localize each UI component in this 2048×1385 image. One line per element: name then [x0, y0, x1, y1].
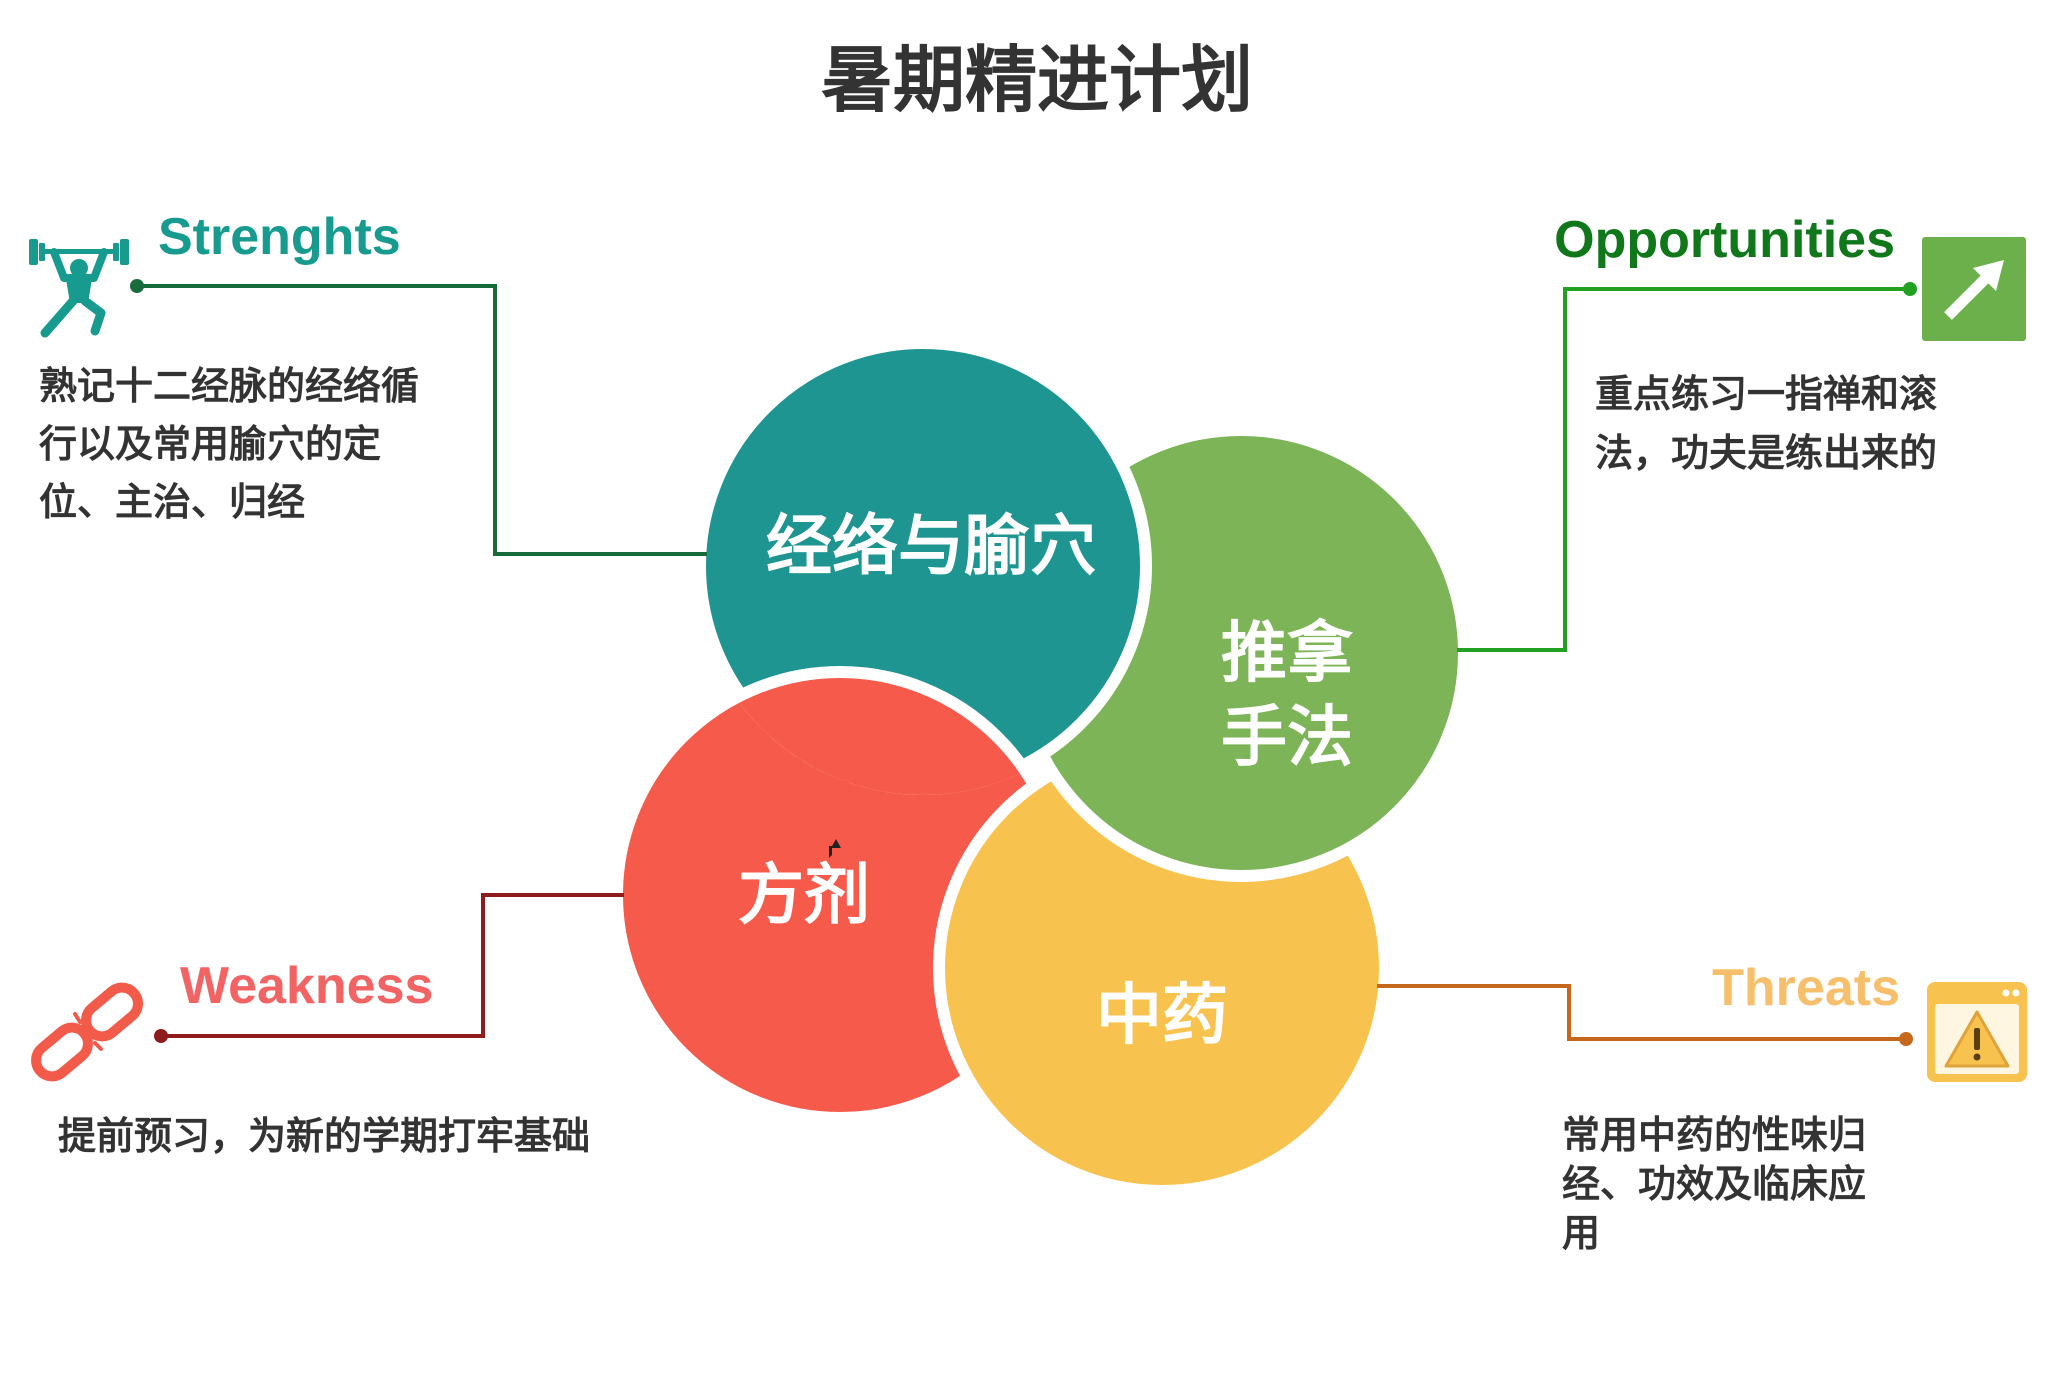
warning-window-dot-1: [2002, 989, 2010, 997]
arrow-icon-shaft: [1944, 270, 1994, 320]
threats-line: 常用中药的性味归: [1562, 1113, 1867, 1157]
strengths-line: 行以及常用腧穴的定: [39, 422, 382, 466]
opportunities-heading: Opportunities: [1554, 211, 1895, 269]
threats-heading: Threats: [1712, 959, 1900, 1017]
warning-window-dot-2: [2012, 989, 2020, 997]
pinwheel-diagram: [611, 337, 1470, 1197]
strengths-heading: Strenghts: [158, 208, 401, 266]
barbell-plate-right-inner: [113, 243, 119, 261]
threats-line: 用: [1562, 1211, 1601, 1255]
weaknesses-line: 提前预习，为新的学期打牢基础: [58, 1114, 591, 1158]
strengths-line: 位、主治、归经: [39, 480, 306, 524]
strengths-connector: [130, 279, 707, 556]
strengths-connector-line: [137, 284, 707, 556]
segment-meridians-label: 经络与腧穴: [766, 508, 1096, 585]
chain-link-upper: [81, 982, 143, 1042]
opportunities-description: 重点练习一指禅和滚 法，功夫是练出来的: [1595, 365, 1937, 483]
barbell-plate-left-outer: [29, 239, 38, 265]
lifter-arms: [50, 248, 108, 282]
weaknesses-connector-line: [161, 893, 624, 1038]
strengths-connector-dot: [130, 279, 144, 293]
strengths-line: 熟记十二经脉的经络循: [39, 364, 420, 408]
broken-chain-icon: [31, 982, 143, 1082]
barbell-bar: [45, 249, 113, 254]
opportunities-connector-dot: [1903, 282, 1917, 296]
warning-exclamation-bar: [1974, 1028, 1980, 1050]
lifter-leg-left: [40, 296, 78, 338]
weaknesses-heading: Weakness: [180, 957, 434, 1015]
segment-formulas-label: 方剂: [738, 857, 870, 934]
warning-window-icon: [1927, 982, 2027, 1082]
threats-connector: [1377, 984, 1913, 1046]
opportunities-connector: [1457, 282, 1917, 652]
lifter-leg-right: [80, 296, 106, 336]
threats-connector-dot: [1899, 1032, 1913, 1046]
lifter-head: [70, 259, 88, 277]
weightlifter-icon: [29, 239, 129, 338]
strengths-description: 熟记十二经脉的经络循 行以及常用腧穴的定 位、主治、归经: [39, 357, 419, 531]
segment-herbs-label: 中药: [1096, 977, 1228, 1054]
barbell-plate-right-outer: [120, 239, 129, 265]
weaknesses-description: 提前预习，为新的学期打牢基础: [58, 1107, 590, 1165]
opportunities-line: 重点练习一指禅和滚: [1595, 372, 1938, 416]
page-title: 暑期精进计划: [820, 38, 1253, 122]
threats-line: 经、功效及临床应: [1562, 1162, 1867, 1206]
weaknesses-connector: [154, 893, 624, 1043]
chain-break-marks: [73, 1008, 103, 1055]
arrow-up-right-icon: [1922, 237, 2026, 341]
threats-connector-line: [1377, 984, 1906, 1041]
barbell-plate-left-inner: [39, 243, 45, 261]
opportunities-connector-line: [1457, 287, 1910, 652]
threats-description: 常用中药的性味归 经、功效及临床应 用: [1562, 1111, 1866, 1258]
weaknesses-connector-dot: [154, 1029, 168, 1043]
segment-tuina-label-line-1: 推拿: [1221, 615, 1354, 692]
cursor-marker-icon: [829, 839, 841, 858]
warning-exclamation-dot: [1973, 1053, 1981, 1061]
chain-link-lower: [31, 1022, 93, 1082]
opportunities-line: 法，功夫是练出来的: [1595, 431, 1938, 475]
segment-tuina-label-line-2: 手法: [1221, 699, 1353, 776]
arrow-icon-head: [1973, 260, 2004, 291]
